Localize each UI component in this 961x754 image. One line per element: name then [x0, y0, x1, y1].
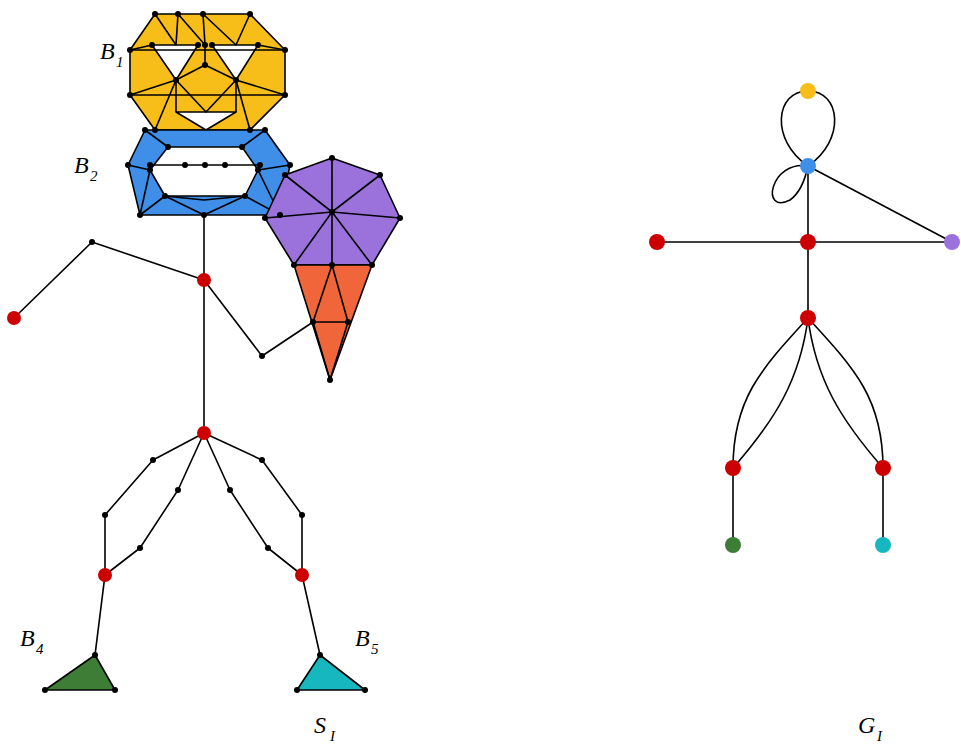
vertex-dot: [112, 687, 118, 693]
vertex-dot: [259, 457, 265, 463]
vertex-dot: [175, 11, 181, 17]
vertex-dot: [233, 77, 239, 83]
vertex-dot: [149, 42, 155, 48]
block-index: 4: [36, 641, 44, 658]
vertex-dot: [89, 239, 95, 245]
vertex-dot: [127, 92, 133, 98]
vertex-dot: [173, 77, 179, 83]
vertex-dot: [209, 42, 215, 48]
block-name: B: [20, 625, 35, 652]
vertex-dot: [287, 162, 293, 168]
vertex-dot: [142, 127, 148, 133]
orange-block: [294, 265, 372, 380]
vertex-dot: [92, 652, 98, 658]
block-b1: [130, 14, 285, 130]
vertex-dot: [195, 42, 201, 48]
vertex-dot: [362, 687, 368, 693]
vertex-dot: [202, 42, 208, 48]
vertex-dot: [147, 162, 153, 168]
vertex-dot: [202, 162, 208, 168]
block-index: 1: [116, 54, 124, 71]
block-b4: [45, 655, 115, 690]
vertex-dot: [255, 42, 261, 48]
purple-block: [265, 158, 400, 265]
vertex-dot: [259, 353, 265, 359]
vertex-dot: [200, 11, 206, 17]
vertex-dot: [327, 377, 333, 383]
vertex-dot: [329, 155, 335, 161]
vertex-dot: [150, 457, 156, 463]
block-index: 5: [371, 641, 379, 658]
subscript: I: [877, 728, 882, 745]
figure-name: G: [858, 712, 875, 739]
block-name: B: [100, 38, 115, 65]
vertex-dot: [242, 193, 248, 199]
vertex-dot: [102, 512, 108, 518]
vertex-dot: [125, 162, 131, 168]
vertex-dot: [162, 193, 168, 199]
block-b5: [297, 655, 365, 690]
vertex-dot: [329, 262, 335, 268]
vertex-dot: [369, 262, 375, 268]
vertex-dot: [127, 47, 133, 53]
vertex-dot: [265, 545, 271, 551]
vertex-dot: [42, 687, 48, 693]
block-name: B: [355, 625, 370, 652]
vertex-dot: [247, 11, 253, 17]
vertex-dot: [175, 487, 181, 493]
vertex-dot: [137, 545, 143, 551]
vertex-dot: [247, 127, 253, 133]
vertex-dot: [137, 212, 143, 218]
vertex-dot: [282, 92, 288, 98]
vertex-dot: [282, 47, 288, 53]
figure-name: S: [314, 712, 326, 739]
vertex-dot: [239, 144, 245, 150]
vertex-dot: [257, 162, 263, 168]
vertex-dot: [165, 144, 171, 150]
vertex-dot: [222, 162, 228, 168]
block-b2: [128, 130, 290, 215]
vertex-dot: [201, 212, 207, 218]
vertex-dot: [152, 11, 158, 17]
vertex-dot: [310, 319, 316, 325]
vertex-dot: [202, 62, 208, 68]
vertex-dot: [397, 215, 403, 221]
vertex-dot: [317, 652, 323, 658]
subscript: I: [330, 728, 335, 745]
vertex-dot: [345, 319, 351, 325]
vertex-dot: [329, 209, 335, 215]
vertex-dot: [291, 262, 297, 268]
vertex-dot: [277, 212, 283, 218]
vertex-dot: [227, 487, 233, 493]
vertex-dot: [262, 215, 268, 221]
vertex-dot: [282, 172, 288, 178]
vertex-dot: [299, 512, 305, 518]
vertex-dot: [182, 162, 188, 168]
vertex-dot: [152, 127, 158, 133]
block-index: 2: [90, 168, 98, 185]
vertex-dot: [377, 172, 383, 178]
block-name: B: [74, 152, 89, 179]
vertex-dot: [262, 127, 268, 133]
vertex-dot: [294, 687, 300, 693]
